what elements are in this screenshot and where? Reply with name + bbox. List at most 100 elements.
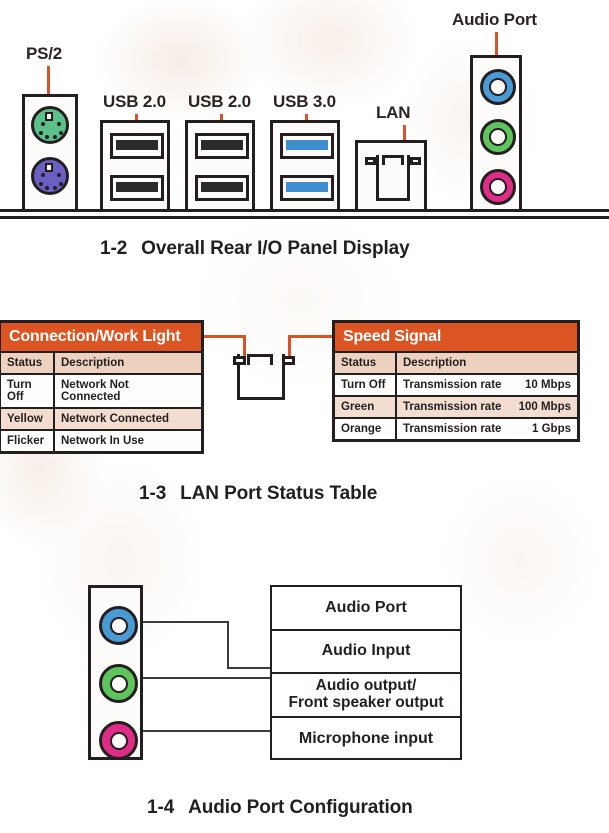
audio-config-figure: Audio Port Audio Input Audio output/ Fro… (0, 575, 609, 790)
audio-label-row: Microphone input (298, 730, 434, 748)
caption-text: Audio Port Configuration (188, 797, 413, 818)
ps2-pin (59, 182, 63, 186)
caption-figure-1-4: 1-4 Audio Port Configuration (147, 797, 413, 819)
table-row: Turn Off Network Not Connected (1, 375, 201, 409)
usb-tongue (116, 140, 158, 150)
caption-number: 1-2 (100, 238, 128, 259)
ps2-keyboard-connector (31, 106, 69, 144)
ps2-pin (41, 122, 45, 126)
callout-label-usb30: USB 3.0 (273, 92, 336, 111)
panel-baseline-upper (0, 209, 609, 212)
audio-port-block (470, 55, 522, 212)
audio-jack-column (88, 585, 143, 760)
usb-port (195, 175, 249, 201)
leader-line-line-in-h2 (227, 667, 272, 669)
leader-line-line-out (143, 677, 272, 679)
rj45-led-left-icon (365, 157, 376, 165)
cell-status: Turn Off (1, 375, 55, 407)
lan-port-block (355, 140, 427, 212)
speed-signal-table: Speed Signal Status Description Turn Off… (332, 320, 580, 442)
column-header-description: Description (61, 357, 125, 369)
callout-line-ps2 (47, 66, 50, 106)
connector-left-vertical (243, 335, 246, 358)
callout-label-usb20-a: USB 2.0 (103, 92, 166, 111)
ps2-pin (57, 122, 61, 126)
caption-number: 1-4 (147, 797, 175, 818)
ps2-pin (57, 173, 61, 177)
rj45-led-right-icon (282, 356, 295, 365)
connector-right-horizontal (288, 335, 335, 338)
usb3-port (280, 175, 334, 201)
rj45-icon (365, 155, 421, 203)
callout-label-audio: Audio Port (452, 10, 537, 29)
audio-jack-microphone (480, 169, 516, 205)
ps2-pin (39, 182, 43, 186)
audio-jack-line-in (99, 606, 138, 645)
table-header-speed-signal: Speed Signal (335, 323, 577, 353)
ps2-key-slot (45, 163, 53, 172)
ps2-pin (45, 186, 49, 190)
cell-status: Turn Off (335, 375, 397, 395)
usb-tongue (201, 182, 243, 192)
table-row: Yellow Network Connected (1, 409, 201, 431)
usb-tongue (116, 182, 158, 192)
cell-rate: 10 Mbps (524, 379, 571, 391)
audio-label-row: Audio Port (272, 587, 460, 631)
audio-jack-microphone (99, 721, 138, 760)
ps2-pin (39, 131, 43, 135)
rj45-body (376, 155, 410, 201)
rj45-body (237, 354, 285, 400)
cell-description: Network Not Connected (61, 379, 129, 403)
cell-status: Orange (335, 419, 397, 439)
usb3-tongue (286, 182, 328, 192)
ps2-pin (45, 135, 49, 139)
cell-status: Flicker (1, 431, 55, 451)
usb-tongue (201, 140, 243, 150)
rj45-led-left-icon (233, 356, 246, 365)
caption-number: 1-3 (139, 483, 167, 504)
panel-baseline-lower (0, 216, 609, 219)
callout-label-ps2: PS/2 (26, 44, 63, 63)
column-header-status: Status (335, 353, 397, 373)
audio-label-row: Audio Input (272, 631, 460, 674)
audio-label-box: Audio Port Audio Input Audio output/ Fro… (270, 585, 462, 760)
table-header-connection-work-light: Connection/Work Light (1, 323, 201, 353)
ps2-pin (59, 131, 63, 135)
connector-right-vertical (288, 335, 291, 358)
audio-jack-line-in (480, 69, 516, 105)
connector-left-horizontal (204, 335, 246, 338)
ps2-key-slot (45, 112, 53, 121)
audio-jack-line-out (99, 664, 138, 703)
ps2-port-block (22, 94, 78, 212)
table-column-header-row: Status Description (1, 353, 201, 375)
rear-io-panel-figure: PS/2 USB 2.0 USB 2.0 USB 3.0 LAN Audio P… (0, 0, 609, 225)
audio-label-row: Audio output/ Front speaker output (272, 674, 460, 718)
rj45-tab (247, 354, 273, 365)
cell-description: Network Connected (61, 413, 169, 425)
ps2-mouse-connector (31, 157, 69, 195)
cell-description: Network In Use (61, 435, 145, 447)
cell-status: Yellow (1, 409, 55, 429)
cell-status: Green (335, 397, 397, 417)
audio-jack-line-out (480, 119, 516, 155)
usb20-port-block-a (100, 120, 170, 212)
callout-label-usb20-b: USB 2.0 (188, 92, 251, 111)
usb-port (110, 175, 164, 201)
usb30-port-block (270, 120, 340, 212)
rj45-led-right-icon (410, 157, 421, 165)
usb20-port-block-b (185, 120, 255, 212)
leader-line-line-in-h1 (143, 621, 229, 623)
column-header-status: Status (1, 353, 55, 373)
ps2-pin (53, 135, 57, 139)
rj45-tab (382, 155, 404, 165)
usb-port (195, 133, 249, 159)
column-header-description: Description (403, 357, 467, 369)
